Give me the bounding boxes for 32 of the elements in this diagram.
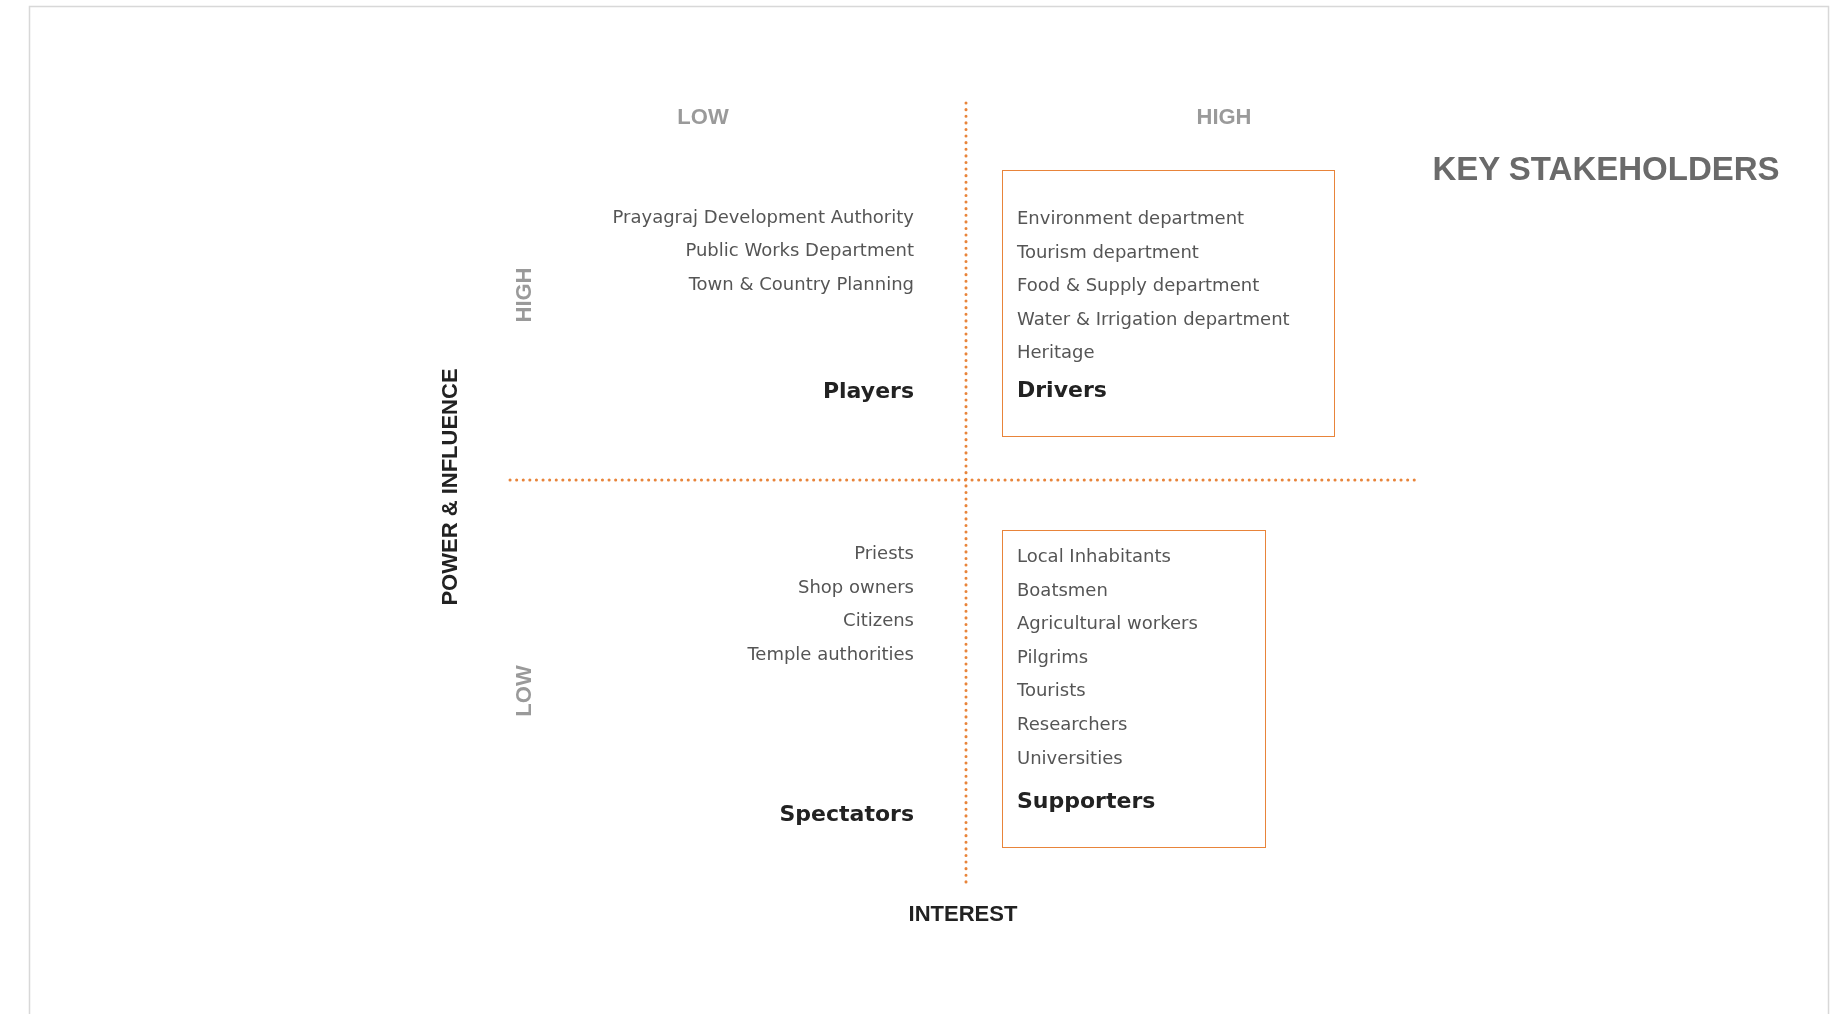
stakeholder-name: Prayagraj Development Authority xyxy=(612,206,914,228)
stakeholder-name: Pilgrims xyxy=(1017,645,1089,668)
quadrant-title: Players xyxy=(822,380,914,402)
diagram-title: KEY STAKEHOLDERS xyxy=(1432,150,1780,188)
stakeholder-name: Public Works Department xyxy=(685,239,914,261)
quadrant-title: Supporters xyxy=(1017,790,1156,812)
stakeholder-name: Tourists xyxy=(1017,679,1086,702)
stakeholder-name: Boatsmen xyxy=(1017,578,1108,601)
stakeholder-name: Agricultural workers xyxy=(1017,612,1198,635)
stakeholder-name: Heritage xyxy=(1017,341,1095,364)
stakeholder-name: Priests xyxy=(854,542,914,564)
stakeholder-name: Temple authorities xyxy=(747,643,914,665)
axis-level-label: LOW xyxy=(677,106,729,128)
quadrant-box xyxy=(1002,170,1335,437)
quadrant-box xyxy=(1002,530,1266,848)
quadrant-title: Drivers xyxy=(1017,379,1107,401)
quadrant-title: Spectators xyxy=(779,803,914,825)
stakeholder-name: Shop owners xyxy=(798,576,914,598)
stakeholder-name: Water & Irrigation department xyxy=(1017,307,1290,330)
axis-level-label: LOW xyxy=(513,665,535,717)
stakeholder-name: Environment department xyxy=(1017,207,1245,229)
stakeholder-name: Tourism department xyxy=(1017,240,1199,263)
stakeholder-name: Universities xyxy=(1017,746,1123,769)
stakeholder-name: Food & Supply department xyxy=(1017,274,1260,297)
axis-title: INTEREST xyxy=(908,903,1018,925)
stakeholder-name: Local Inhabitants xyxy=(1017,545,1171,567)
stakeholder-name: Researchers xyxy=(1017,713,1128,735)
stakeholder-name: Town & Country Planning xyxy=(688,273,914,295)
axis-level-label: HIGH xyxy=(1196,106,1252,128)
stakeholder-name: Citizens xyxy=(843,609,914,631)
axis-title: POWER & INFLUENCE xyxy=(439,368,461,606)
axis-level-label: HIGH xyxy=(513,267,535,323)
